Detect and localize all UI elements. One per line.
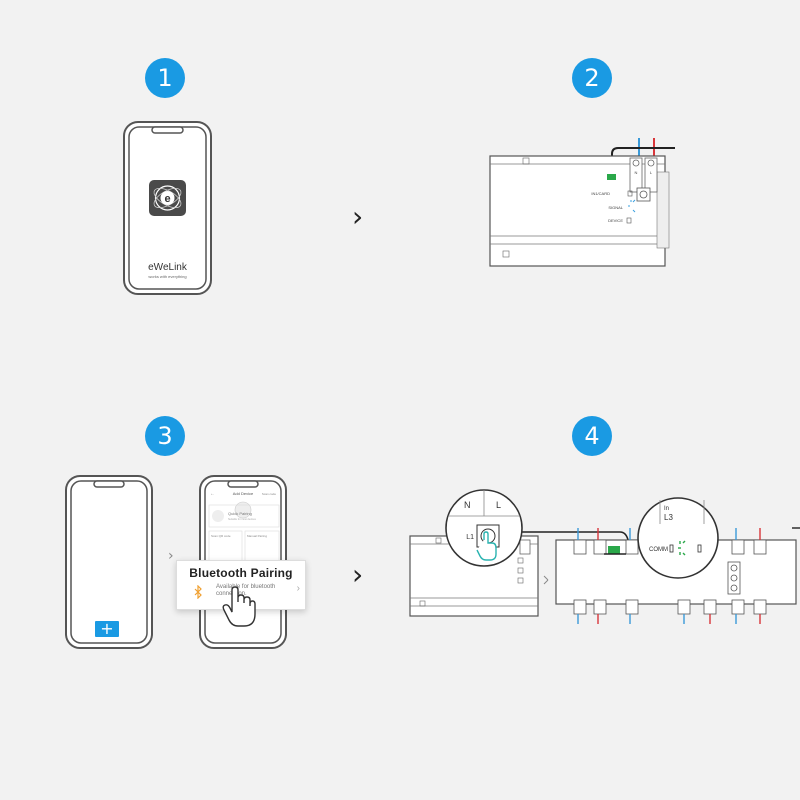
app-name: eWeLink: [148, 262, 188, 273]
step2-device: N L IN1/CARD SIGNAL DEVICE: [489, 138, 675, 267]
svg-text:DEVICE: DEVICE: [608, 218, 623, 223]
app-tagline: works with everything: [148, 274, 186, 279]
svg-text:L1: L1: [466, 534, 474, 541]
small-arrow-icon: ›: [168, 548, 174, 564]
svg-text:L3: L3: [664, 513, 673, 522]
zoom-right-icon: In L3 COMM: [637, 497, 719, 579]
step-2-badge: 2: [572, 58, 612, 98]
zoom-left-icon: N L L1: [445, 489, 523, 567]
svg-text:IN1/CARD: IN1/CARD: [591, 191, 610, 196]
svg-text:L: L: [650, 170, 653, 175]
svg-text:N: N: [635, 170, 638, 175]
bluetooth-pairing-title: Bluetooth Pairing: [189, 566, 293, 580]
ewelink-logo-icon: e: [149, 180, 186, 216]
svg-text:Add Device: Add Device: [233, 491, 254, 496]
svg-text:←: ←: [210, 491, 215, 497]
svg-text:Suitable for most devices: Suitable for most devices: [228, 518, 257, 521]
hand-tap-icon: [222, 586, 256, 627]
svg-text:Scan QR code: Scan QR code: [211, 534, 231, 538]
add-device-button[interactable]: +: [95, 621, 119, 637]
svg-text:Quick Pairing: Quick Pairing: [228, 511, 252, 516]
bluetooth-icon: [194, 585, 202, 599]
svg-text:COMM: COMM: [649, 547, 668, 553]
svg-text:N: N: [464, 500, 471, 510]
next-arrow-icon: ›: [352, 558, 364, 591]
step-4-badge: 4: [572, 416, 612, 456]
step-3-badge: 3: [145, 416, 185, 456]
svg-text:L: L: [496, 500, 501, 510]
step4-wiring: N L L1: [409, 489, 800, 624]
svg-text:Manual Pairing: Manual Pairing: [247, 534, 267, 538]
signal-blink-icon: [628, 199, 636, 213]
svg-text:In: In: [664, 506, 669, 512]
phone-add-device: [65, 475, 153, 649]
next-arrow-icon: ›: [352, 200, 364, 233]
pair-button-icon: [636, 187, 651, 202]
chevron-right-icon: ›: [296, 583, 300, 594]
phone-ewelink: e eWeLink works with everything: [123, 121, 212, 295]
svg-text:SIGNAL: SIGNAL: [608, 205, 623, 210]
step-1-badge: 1: [145, 58, 185, 98]
svg-text:Scan code: Scan code: [262, 492, 277, 496]
svg-text:e: e: [164, 193, 170, 205]
